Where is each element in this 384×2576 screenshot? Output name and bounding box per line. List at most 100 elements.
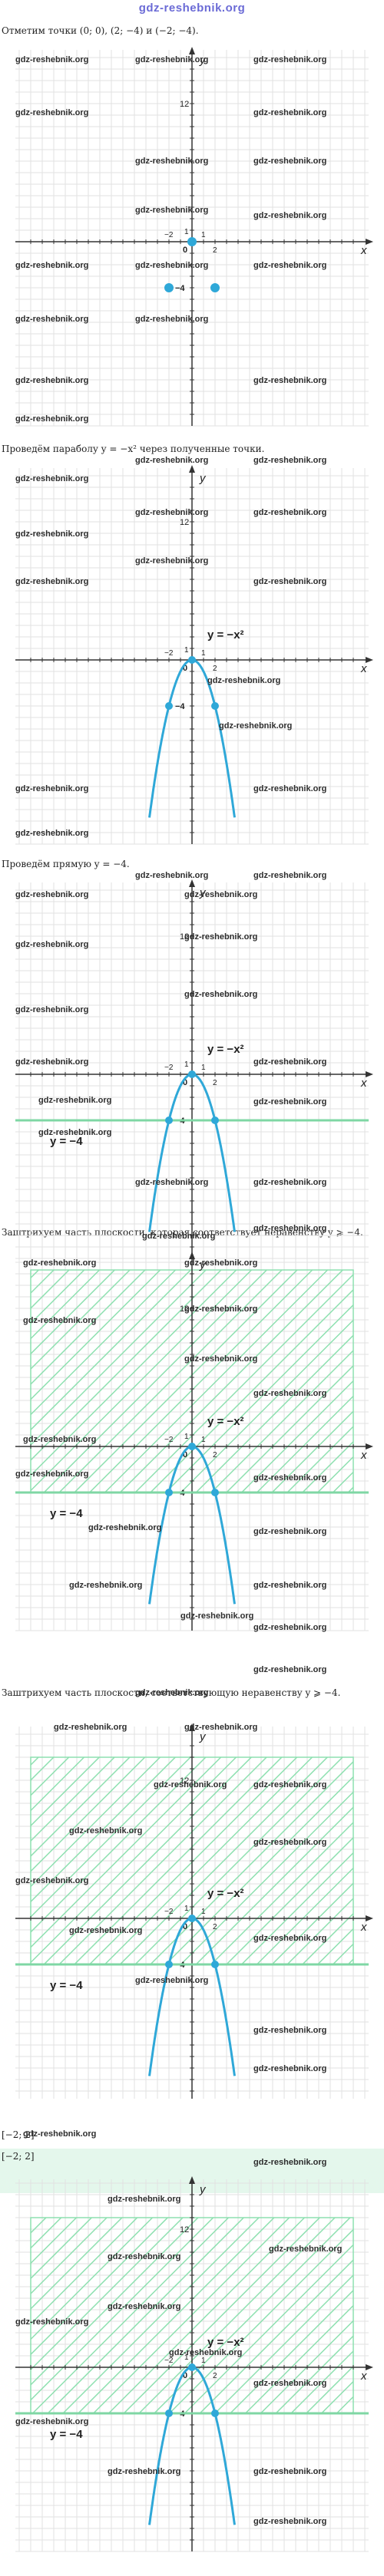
step-3-caption: Проведём прямую y = −4. bbox=[2, 859, 130, 869]
point-2-minus4 bbox=[211, 1489, 219, 1496]
watermark-text: gdz-reshebnik.org bbox=[135, 1976, 209, 1985]
tick-label-12: 12 bbox=[180, 2225, 189, 2235]
tick-label-0: 0 bbox=[183, 664, 187, 673]
watermark-text: gdz-reshebnik.org bbox=[15, 376, 89, 385]
watermark-text: gdz-reshebnik.org bbox=[253, 1665, 327, 1674]
watermark-text: gdz-reshebnik.org bbox=[135, 871, 209, 880]
point-origin bbox=[188, 2363, 196, 2371]
tick-label-0: 0 bbox=[183, 1922, 187, 1931]
watermark-text: gdz-reshebnik.org bbox=[253, 871, 327, 880]
watermark-text: gdz-reshebnik.org bbox=[15, 940, 89, 949]
tick-label-1-x: 1 bbox=[201, 2357, 206, 2365]
point-minus2-minus4 bbox=[164, 283, 174, 292]
watermark-text: gdz-reshebnik.org bbox=[15, 414, 89, 424]
watermark-text: gdz-reshebnik.org bbox=[135, 1178, 209, 1187]
y-axis-arrow bbox=[189, 465, 195, 473]
watermark-text: gdz-reshebnik.org bbox=[15, 108, 89, 117]
tick-label-0: 0 bbox=[183, 1078, 187, 1087]
point-2-minus4 bbox=[211, 702, 219, 710]
tick-label-minus4: −4 bbox=[175, 702, 185, 711]
tick-label-1-y: 1 bbox=[184, 646, 189, 655]
y-axis-label: y bbox=[199, 1258, 207, 1272]
watermark-text: gdz-reshebnik.org bbox=[135, 261, 209, 270]
tick-label-1-y: 1 bbox=[184, 1060, 189, 1069]
point-2-minus4 bbox=[210, 283, 220, 292]
watermark-text: gdz-reshebnik.org bbox=[180, 1611, 254, 1621]
watermark-text: gdz-reshebnik.org bbox=[69, 1581, 143, 1590]
watermark-text: gdz-reshebnik.org bbox=[54, 1723, 127, 1732]
tick-label-minus2: −2 bbox=[164, 2357, 174, 2365]
x-axis-arrow bbox=[366, 657, 373, 663]
watermark-text: gdz-reshebnik.org bbox=[219, 721, 293, 731]
tick-label-minus2: −2 bbox=[164, 1436, 174, 1444]
point-minus2-minus4 bbox=[165, 1116, 173, 1124]
watermark-text: gdz-reshebnik.org bbox=[135, 456, 209, 465]
step-2-caption: Проведём параболу y = −x² через полученн… bbox=[2, 444, 265, 454]
x-axis-arrow bbox=[366, 2364, 373, 2370]
y-axis-label: y bbox=[199, 2183, 207, 2196]
line-label: y = −4 bbox=[50, 1979, 83, 1992]
watermark-text: gdz-reshebnik.org bbox=[184, 990, 258, 999]
site-logo[interactable]: gdz-reshebnik.org bbox=[138, 2, 246, 15]
watermark-text: gdz-reshebnik.org bbox=[135, 206, 209, 215]
watermark-text: gdz-reshebnik.org bbox=[184, 1723, 258, 1732]
y-axis-arrow bbox=[189, 1252, 195, 1259]
tick-label-2: 2 bbox=[213, 1079, 217, 1087]
tick-label-1-y: 1 bbox=[184, 1905, 189, 1913]
watermark-text: gdz-reshebnik.org bbox=[15, 1469, 89, 1479]
watermark-text: gdz-reshebnik.org bbox=[154, 1780, 227, 1789]
watermark-text: gdz-reshebnik.org bbox=[135, 508, 209, 517]
watermark-text: gdz-reshebnik.org bbox=[15, 1005, 89, 1014]
point-origin bbox=[188, 656, 196, 664]
point-minus2-minus4 bbox=[165, 2409, 173, 2417]
watermark-text: gdz-reshebnik.org bbox=[142, 1232, 216, 1241]
watermark-text: gdz-reshebnik.org bbox=[15, 261, 89, 270]
watermark-text: gdz-reshebnik.org bbox=[253, 2026, 327, 2035]
watermark-text: gdz-reshebnik.org bbox=[184, 932, 258, 942]
line-label: y = −4 bbox=[50, 2428, 83, 2441]
watermark-text: gdz-reshebnik.org bbox=[38, 1128, 112, 1137]
watermark-text: gdz-reshebnik.org bbox=[253, 1527, 327, 1536]
watermark-text: gdz-reshebnik.org bbox=[15, 2417, 89, 2426]
tick-label-1-y: 1 bbox=[184, 1433, 189, 1441]
x-axis-arrow bbox=[366, 239, 373, 245]
watermark-text: gdz-reshebnik.org bbox=[184, 890, 258, 899]
watermark-text: gdz-reshebnik.org bbox=[184, 1354, 258, 1364]
tick-label-minus2: −2 bbox=[164, 1908, 174, 1916]
watermark-text: gdz-reshebnik.org bbox=[108, 2467, 181, 2476]
watermark-text: gdz-reshebnik.org bbox=[253, 376, 327, 385]
watermark-text: gdz-reshebnik.org bbox=[69, 1826, 143, 1836]
watermark-text: gdz-reshebnik.org bbox=[23, 2129, 97, 2139]
watermark-text: gdz-reshebnik.org bbox=[253, 2517, 327, 2526]
watermark-text: gdz-reshebnik.org bbox=[108, 2252, 181, 2261]
tick-label-minus2: −2 bbox=[164, 649, 174, 658]
watermark-text: gdz-reshebnik.org bbox=[253, 1934, 327, 1943]
watermark-text: gdz-reshebnik.org bbox=[184, 1304, 258, 1314]
step-1-caption: Отметим точки (0; 0), (2; −4) и (−2; −4)… bbox=[2, 25, 199, 36]
tick-label-1-x: 1 bbox=[201, 1064, 206, 1072]
watermark-text: gdz-reshebnik.org bbox=[169, 2348, 243, 2357]
watermark-text: gdz-reshebnik.org bbox=[207, 676, 281, 685]
point-2-minus4 bbox=[211, 1961, 219, 1968]
watermark-text: gdz-reshebnik.org bbox=[253, 784, 327, 793]
tick-label-1-y: 1 bbox=[184, 228, 189, 236]
point-origin bbox=[188, 1070, 196, 1078]
watermark-text: gdz-reshebnik.org bbox=[253, 1389, 327, 1398]
tick-label-minus2: −2 bbox=[164, 231, 174, 239]
watermark-text: gdz-reshebnik.org bbox=[253, 456, 327, 465]
watermark-text: gdz-reshebnik.org bbox=[23, 1435, 97, 1444]
watermark-text: gdz-reshebnik.org bbox=[253, 1581, 327, 1590]
answer-line-2: [−2; 2] bbox=[2, 2151, 35, 2162]
point-2-minus4 bbox=[211, 2409, 219, 2417]
watermark-text: gdz-reshebnik.org bbox=[108, 2302, 181, 2311]
watermark-text: gdz-reshebnik.org bbox=[15, 2317, 89, 2327]
y-axis-label: y bbox=[199, 886, 207, 899]
watermark-text: gdz-reshebnik.org bbox=[135, 1688, 209, 1697]
watermark-text: gdz-reshebnik.org bbox=[253, 508, 327, 517]
tick-label-1-x: 1 bbox=[201, 1908, 206, 1916]
tick-label-2: 2 bbox=[213, 1923, 217, 1931]
watermark-text: gdz-reshebnik.org bbox=[253, 108, 327, 117]
tick-label-12: 12 bbox=[180, 932, 189, 942]
